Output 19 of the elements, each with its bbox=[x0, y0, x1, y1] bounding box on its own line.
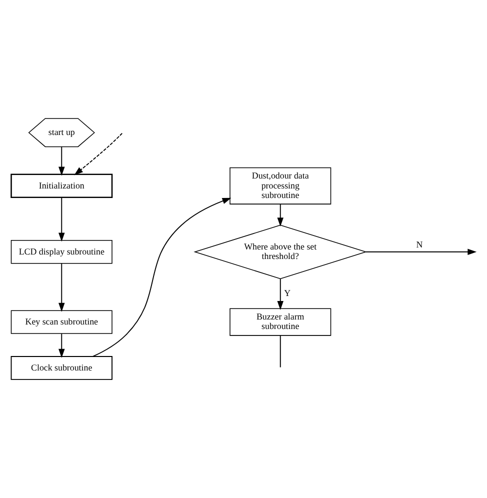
arrow bbox=[74, 132, 123, 176]
arrow bbox=[366, 248, 477, 256]
node-box: Dust,odour data processing subroutine bbox=[230, 167, 332, 204]
connector bbox=[280, 335, 281, 368]
node-box: Initialization bbox=[10, 174, 113, 198]
arrow bbox=[58, 333, 65, 358]
arrow bbox=[58, 146, 65, 176]
arrow bbox=[58, 197, 65, 242]
node-box: LCD display subroutine bbox=[10, 240, 112, 264]
node-box: Clock subroutine bbox=[10, 356, 112, 380]
edge-label: Y bbox=[284, 288, 290, 298]
edge-label: N bbox=[416, 240, 423, 250]
arrow bbox=[277, 204, 284, 227]
arrow bbox=[277, 278, 284, 310]
node-box: Buzzer alarm subroutine bbox=[230, 308, 332, 336]
node-box: Key scan subroutine bbox=[10, 310, 112, 334]
arrow bbox=[58, 263, 65, 312]
arrow bbox=[92, 198, 232, 357]
node-diamond: Where above the set threshold? bbox=[194, 224, 368, 280]
